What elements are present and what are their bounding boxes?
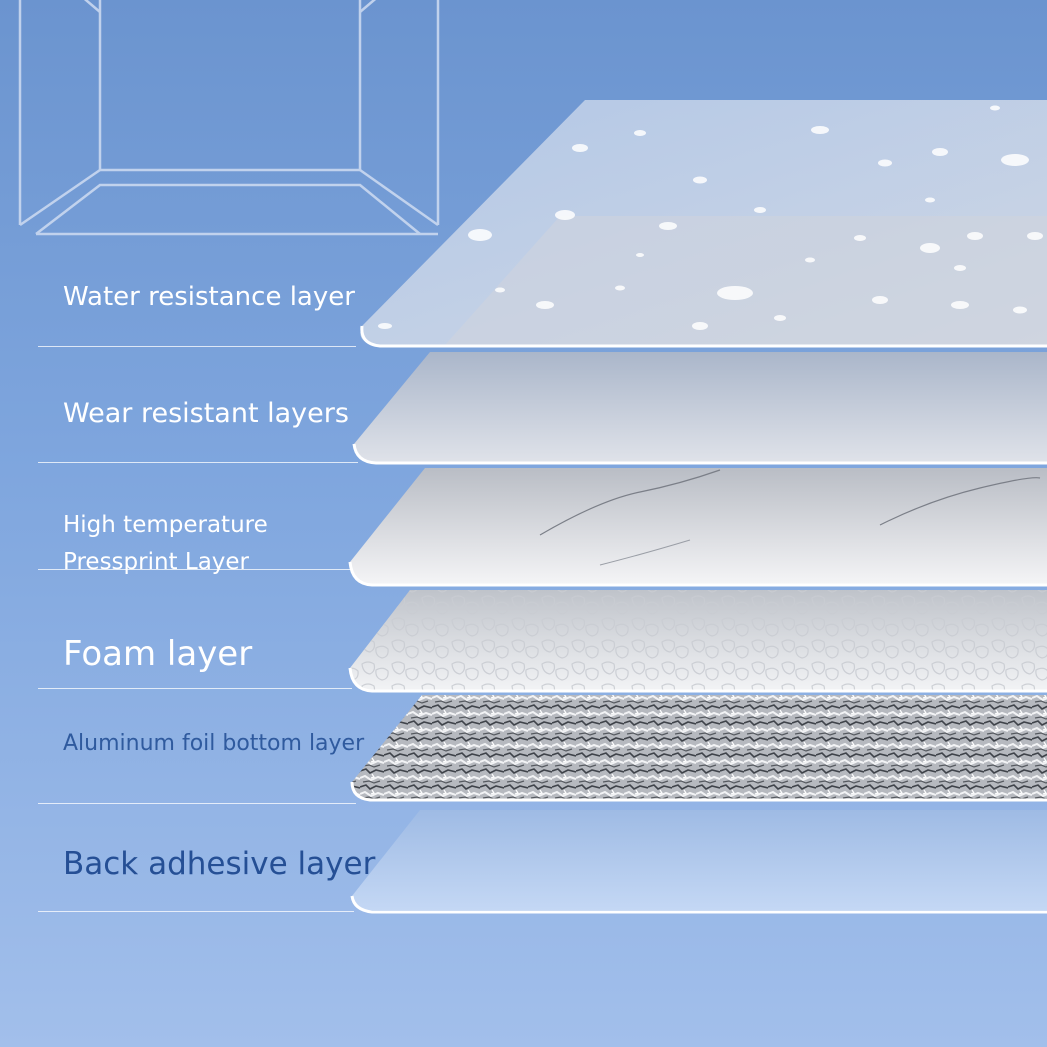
divider-rule <box>38 911 354 912</box>
label-back-adhesive-layer: Back adhesive layer <box>63 846 376 882</box>
adhesive-plate <box>350 810 1047 914</box>
foil-plate <box>350 695 1047 802</box>
pressprint-plate <box>348 468 1047 587</box>
divider-rule <box>38 803 356 804</box>
foam-plate <box>348 590 1047 693</box>
divider-rule <box>38 569 350 570</box>
label-foam-layer: Foam layer <box>63 634 253 674</box>
decorative-frame <box>18 0 440 236</box>
label-water-resistance-layer: Water resistance layer <box>63 282 355 312</box>
wear-plate <box>352 352 1047 465</box>
divider-rule <box>38 346 356 347</box>
divider-rule <box>38 688 352 689</box>
label-wear-resistant-layers: Wear resistant layers <box>63 398 349 429</box>
water-droplets <box>378 105 1043 330</box>
label-pressprint-line-1: High temperature <box>63 512 268 538</box>
water-plate <box>360 100 1047 348</box>
label-pressprint-layer: High temperature Pressprint Layer <box>63 507 268 581</box>
divider-rule <box>38 462 358 463</box>
label-pressprint-line-2: Pressprint Layer <box>63 549 250 575</box>
label-aluminum-foil-bottom-layer: Aluminum foil bottom layer <box>63 731 365 756</box>
